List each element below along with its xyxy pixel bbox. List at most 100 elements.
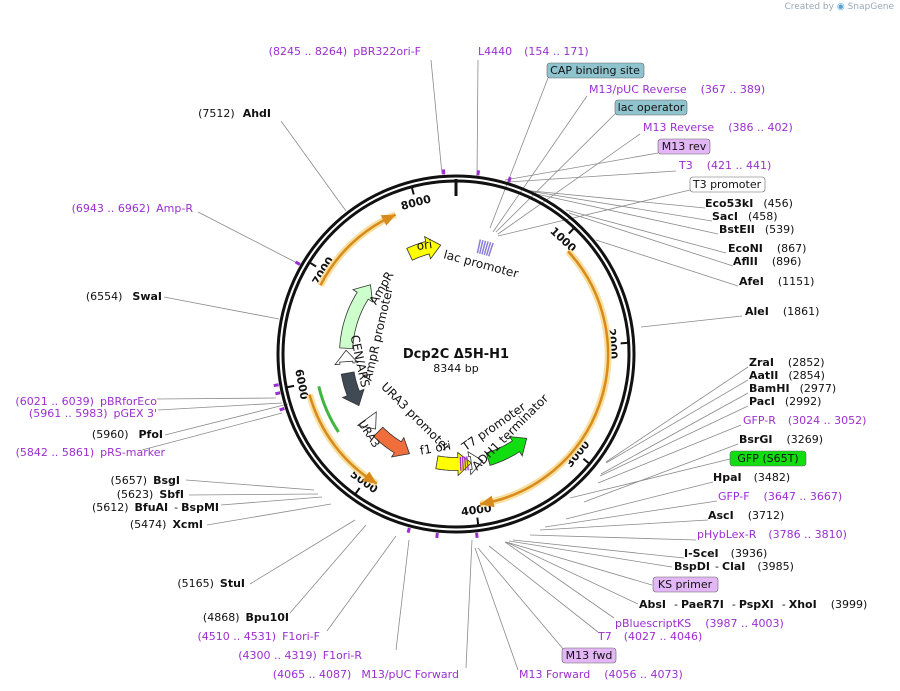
site-pfoi: (5960)PfoI [92, 428, 163, 441]
ruler-label: 8000 [399, 192, 432, 212]
primer-mark [279, 407, 285, 412]
primer-mark [273, 383, 279, 388]
primer-f1ori-r: (4300 .. 4319)F1ori-R [238, 649, 362, 662]
m13-fwd-box: M13 fwd [561, 647, 617, 664]
orf-arrowhead [362, 471, 377, 484]
lac-promoter-stripe [487, 242, 494, 257]
lac-promoter-stripe [483, 241, 489, 256]
site-xcmi: (5474)XcmI [130, 518, 203, 531]
site-i-scei: I-SceI(3936) [684, 547, 767, 560]
site-bamhi: BamHI(2977) [749, 382, 836, 395]
primer-gfp-r: GFP-R(3024 .. 3052) [743, 414, 866, 427]
t3-promoter-box: T3 promoter [689, 176, 766, 193]
feature-ura3-promoter [356, 411, 377, 430]
orf-arrowhead [480, 495, 495, 508]
cap-binding-site-label: CAP binding site [550, 64, 640, 77]
ruler-tick [568, 227, 576, 235]
site-ahdi: (7512)AhdI [198, 107, 271, 120]
plasmid-length: 8344 bp [433, 362, 478, 375]
site-alei: AleI(1861) [745, 305, 819, 318]
primer-mark [294, 260, 301, 266]
site-aatii: AatII(2854) [749, 369, 825, 382]
primer-mark [475, 532, 479, 538]
lac-promoter-stripe [476, 239, 482, 254]
primer-mark [435, 532, 439, 539]
site-afei: AfeI(1151) [739, 275, 814, 288]
site-econi: EcoNI(867) [728, 242, 806, 255]
m13-rev-label: M13 rev [662, 140, 707, 153]
lac-promoter-stripe [481, 240, 487, 255]
feature-gfp [485, 436, 528, 466]
primer-marks [273, 169, 512, 539]
site-bsrgi: BsrGI(3269) [739, 433, 823, 446]
primer-f1ori-f: (4510 .. 4531)F1ori-F [198, 630, 321, 643]
t7-promoter-stripe [463, 456, 467, 471]
orf-arc [480, 250, 610, 506]
feature-label-ori: ori [416, 237, 433, 253]
feature-ampr [339, 284, 373, 350]
primer-mark [275, 391, 281, 396]
credit-brand: SnapGene [847, 2, 894, 12]
site-bsteii: BstEII(539) [719, 223, 794, 236]
feature-cen-ars [340, 371, 365, 407]
feature-ura3 [373, 426, 411, 458]
site-eco53ki: Eco53kI(456) [705, 197, 793, 210]
feature-ampr-promoter [334, 349, 359, 366]
feature-adh1-terminator [467, 451, 484, 476]
orf-green-arc [317, 386, 340, 433]
primer-m13-puc-reverse: M13/pUC Reverse(367 .. 389) [589, 83, 765, 96]
cap-binding-site-box: CAP binding site [546, 62, 645, 79]
ks-primer-box: KS primer [652, 576, 719, 593]
t3-promoter-label: T3 promoter [692, 178, 762, 191]
lac-operator-box: lac operator [614, 99, 688, 116]
primer-pbrforeco: (6021 .. 6039)pBRforEco [15, 395, 157, 408]
ruler-tick [476, 517, 480, 526]
primer-m13-reverse: M13 Reverse(386 .. 402) [643, 121, 793, 134]
ks-primer-label: KS primer [658, 578, 713, 591]
feature-arrows [334, 235, 528, 477]
snapgene-credit: Created by ◉ SnapGene [784, 2, 894, 12]
feature-label-f1-ori: f1 ori [419, 438, 452, 457]
site-hpai: HpaI(3482) [713, 471, 790, 484]
primer-prs-marker: (5842 .. 5861)pRS-marker [16, 446, 166, 459]
credit-prefix: Created by [784, 2, 834, 12]
snapgene-logo: ◉ [836, 2, 845, 12]
t7-promoter-stripe [459, 456, 462, 471]
primer-mark [507, 176, 512, 183]
gfp-s65t-box: GFP (S65T) [729, 450, 807, 467]
ruler-tick [582, 458, 591, 465]
lac-operator-label: lac operator [618, 101, 685, 114]
site-stui: (5165)StuI [177, 577, 245, 590]
orf-arcs [306, 211, 612, 508]
lac-promoter-stripe [478, 239, 484, 254]
leader-lines [141, 59, 749, 671]
primer-mark [476, 170, 481, 176]
gfp-s65t-label: GFP (S65T) [737, 452, 798, 465]
m13-rev-box: M13 rev [657, 138, 711, 155]
primer-phyblex-r: pHybLex-R(3786 .. 3810) [697, 528, 847, 541]
primer-t3: T3(421 .. 441) [678, 159, 771, 172]
site-saci: SacI(458) [712, 210, 778, 223]
m13-fwd-label: M13 fwd [566, 649, 613, 662]
feature-f1-ori [435, 451, 472, 477]
ruler-tick [620, 341, 629, 345]
site-bpu10i: (4868)Bpu10I [203, 611, 289, 624]
ruler-tick [286, 384, 295, 389]
site-aflii: AflII(896) [733, 255, 801, 268]
plasmid-name: Dcp2C Δ5H-H1 [403, 347, 509, 362]
primer-mark [406, 527, 411, 534]
primer-gfp-f: GFP-F(3647 .. 3667) [718, 490, 842, 503]
primer-pbr322ori-f: (8245 .. 8264)pBR322ori-F [269, 45, 421, 58]
primer-l4440: L4440(154 .. 171) [478, 45, 589, 58]
primer-pgex-3: (5961 .. 5983)pGEX 3' [29, 407, 157, 420]
lac-promoter-stripe [485, 242, 492, 256]
ruler-tick [308, 261, 317, 268]
site-absi-group: AbsI-PaeR7I-PspXI-XhoI(3999) [639, 598, 867, 611]
primer-amp-r: (6943 .. 6962)Amp-R [72, 202, 194, 215]
backbone [276, 174, 636, 534]
primer-m13-forward: M13 Forward(4056 .. 4073) [519, 668, 683, 681]
site-sbfi: (5623)SbfI [117, 488, 184, 501]
t7-promoter-stripe [466, 456, 469, 471]
site-bspdi-clai: BspDI-ClaI(3985) [674, 560, 794, 573]
